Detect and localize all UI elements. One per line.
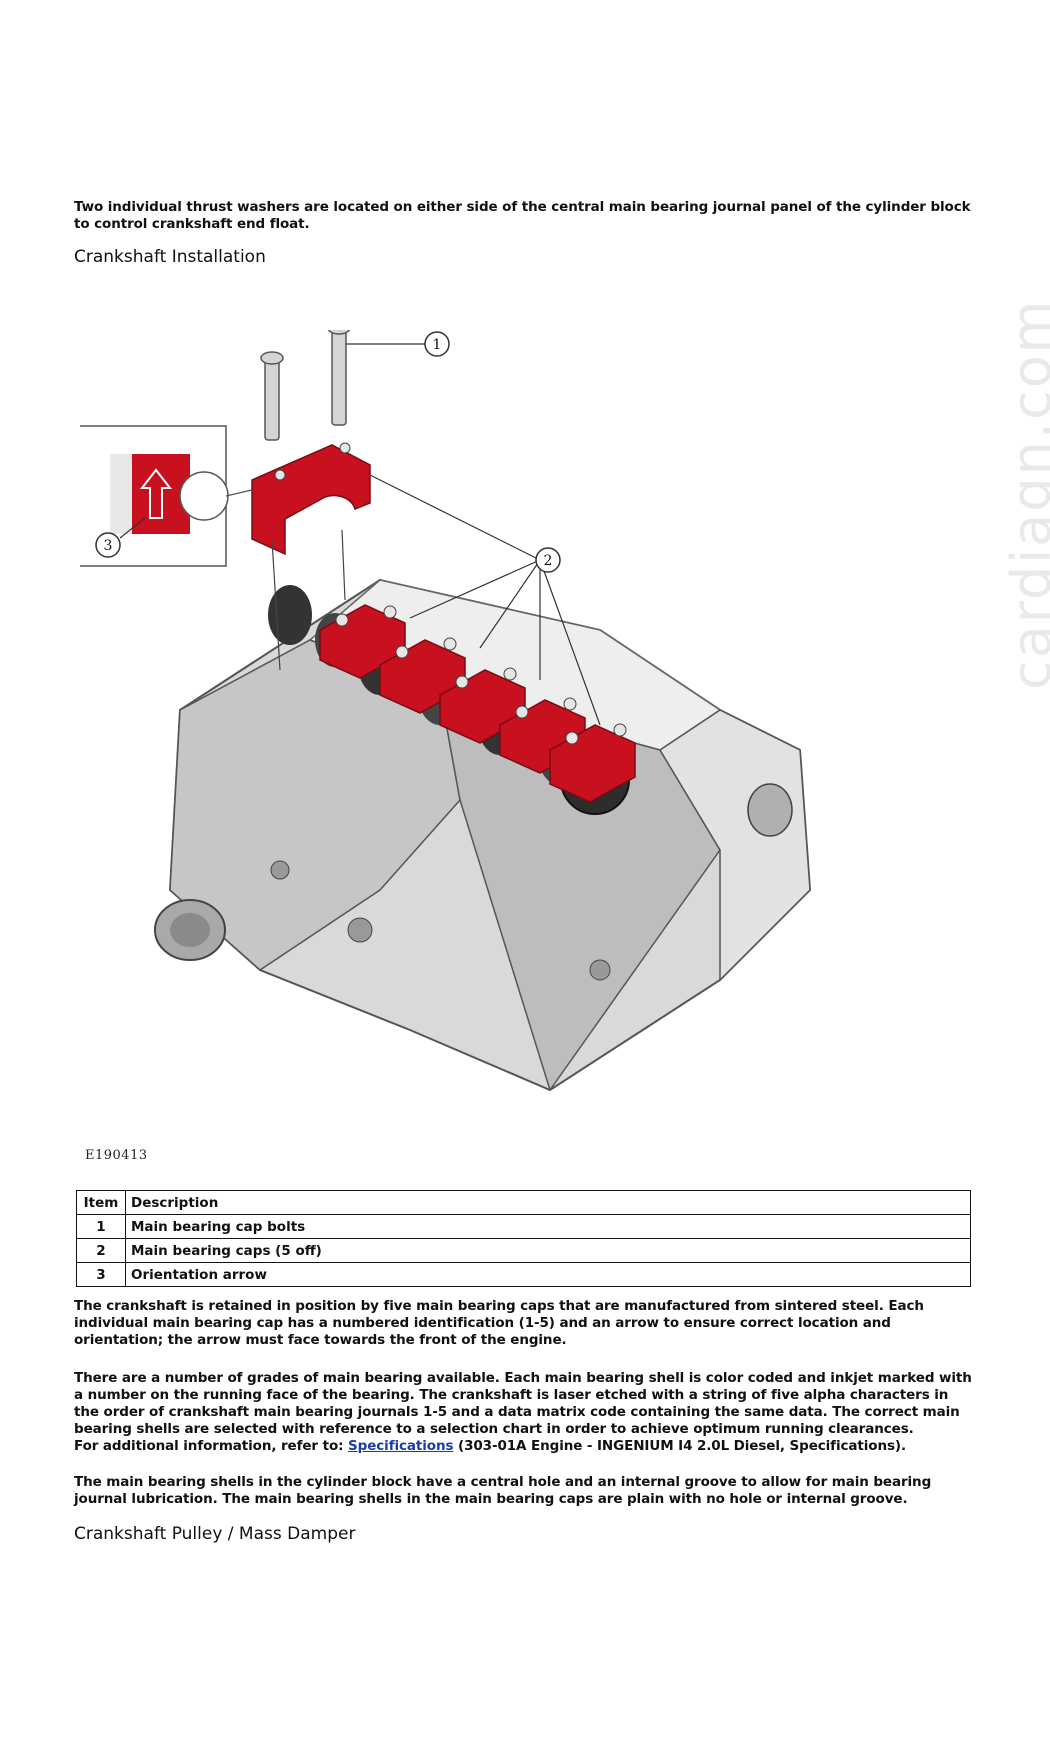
paragraph-main-bearing-caps: The crankshaft is retained in position b… bbox=[74, 1298, 924, 1348]
intro-paragraph: Two individual thrust washers are locate… bbox=[74, 199, 971, 232]
reference-suffix: (303-01A Engine - INGENIUM I4 2.0L Diese… bbox=[453, 1438, 907, 1454]
table-row: 1 Main bearing cap bolts bbox=[76, 1214, 971, 1239]
svg-text:1: 1 bbox=[433, 337, 442, 353]
table-cell-description: Main bearing cap bolts bbox=[125, 1214, 971, 1239]
table-header-row: Item Description bbox=[76, 1190, 971, 1215]
table-row: 2 Main bearing caps (5 off) bbox=[76, 1238, 971, 1263]
figure-id: E190413 bbox=[85, 1148, 148, 1163]
table-cell-description: Main bearing caps (5 off) bbox=[125, 1238, 971, 1263]
table-cell-description: Orientation arrow bbox=[125, 1262, 971, 1287]
table-cell-item: 3 bbox=[76, 1262, 126, 1287]
callout-leaders bbox=[119, 343, 601, 726]
bearing-cap-bolt-heads bbox=[335, 605, 627, 745]
svg-text:2: 2 bbox=[544, 553, 553, 569]
table-row: 3 Orientation arrow bbox=[76, 1262, 971, 1287]
cylinder-block bbox=[154, 578, 812, 1092]
main-bearing-cap-bolts bbox=[260, 330, 351, 441]
engine-block-illustration: 1 2 3 bbox=[80, 330, 812, 1092]
exploded-main-bearing-cap bbox=[251, 442, 371, 556]
callout-2: 2 bbox=[535, 547, 561, 573]
svg-text:3: 3 bbox=[104, 538, 113, 554]
table-cell-item: 1 bbox=[76, 1214, 126, 1239]
paragraph-bearing-shells: The main bearing shells in the cylinder … bbox=[74, 1474, 932, 1507]
specifications-link[interactable]: Specifications bbox=[348, 1438, 454, 1454]
watermark: cardiagn.com bbox=[1000, 298, 1050, 690]
table-cell-item: 2 bbox=[76, 1238, 126, 1263]
paragraph-bearing-grades-text: There are a number of grades of main bea… bbox=[74, 1370, 972, 1437]
callout-3: 3 bbox=[95, 532, 121, 558]
callout-1: 1 bbox=[424, 331, 450, 357]
section-heading-crankshaft-installation: Crankshaft Installation bbox=[74, 247, 266, 267]
table-header-item: Item bbox=[76, 1190, 126, 1215]
section-heading-crankshaft-pulley: Crankshaft Pulley / Mass Damper bbox=[74, 1524, 356, 1544]
parts-table: Item Description 1 Main bearing cap bolt… bbox=[76, 1190, 971, 1287]
assembly-lines bbox=[271, 529, 346, 671]
reference-prefix: For additional information, refer to: bbox=[74, 1438, 349, 1454]
table-header-description: Description bbox=[125, 1190, 971, 1215]
paragraph-bearing-grades: There are a number of grades of main bea… bbox=[74, 1370, 974, 1455]
